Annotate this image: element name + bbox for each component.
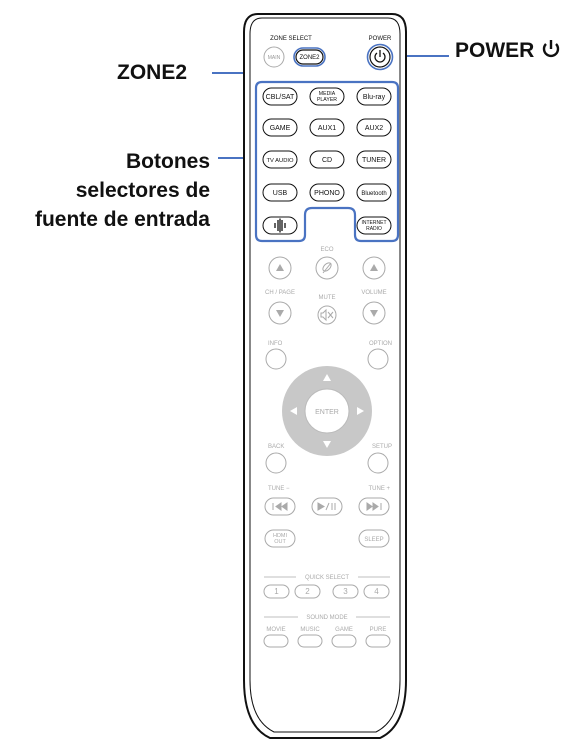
ch-up-arrow-icon — [276, 264, 284, 271]
quick-select-3-button[interactable] — [332, 584, 359, 599]
game-button[interactable] — [262, 118, 298, 137]
quick-select-label: QUICK SELECT — [305, 575, 349, 581]
quick-select-1-label: 1 — [274, 587, 279, 596]
aux2-button[interactable] — [356, 118, 392, 137]
sleep-label: SLEEP — [364, 537, 383, 543]
source-callout-line-1: Botones — [126, 150, 210, 173]
usb-label: USB — [273, 190, 288, 197]
zone2-callout: ZONE2 — [117, 61, 188, 84]
tv-audio-button[interactable] — [262, 150, 298, 169]
source-callout-line-3: fuente de entrada — [34, 208, 210, 231]
enter-button[interactable] — [304, 388, 350, 434]
blu-ray-label: Blu-ray — [363, 94, 386, 101]
power-icon — [543, 40, 560, 58]
bluetooth-label: Bluetooth — [361, 191, 386, 197]
ch-page-label: CH / PAGE — [265, 290, 295, 296]
quick-select-4-label: 4 — [374, 587, 379, 596]
music-label: MUSIC — [300, 627, 320, 633]
play-pause-icon — [317, 502, 336, 511]
phono-button[interactable] — [309, 183, 345, 202]
music-button[interactable] — [297, 634, 323, 648]
internet-radio-button[interactable] — [356, 216, 392, 235]
volume-down-arrow-icon — [370, 310, 378, 317]
source-buttons-callout: Botones selectores de fuente de entrada — [0, 147, 210, 234]
quick-select-1-button[interactable] — [263, 584, 290, 599]
volume-label: VOLUME — [361, 290, 386, 296]
source-callout-line-2: selectores de — [75, 179, 210, 202]
sound-mode-label: SOUND MODE — [306, 615, 347, 621]
game-mode-button[interactable] — [331, 634, 357, 648]
blu-ray-button[interactable] — [356, 87, 392, 106]
cd-button[interactable] — [309, 150, 345, 169]
back-label: BACK — [268, 444, 284, 450]
tuner-label: TUNER — [362, 157, 386, 164]
setup-button[interactable] — [367, 452, 389, 474]
hdmi-out-button[interactable] — [264, 529, 296, 548]
usb-button[interactable] — [262, 183, 298, 202]
quick-select-2-button[interactable] — [294, 584, 321, 599]
bluetooth-button[interactable] — [356, 183, 392, 202]
zone2-leader-line — [212, 72, 260, 74]
power-callout-label: POWER — [455, 39, 535, 62]
tv-audio-label: TV AUDIO — [266, 158, 294, 164]
cbl-sat-button[interactable] — [262, 87, 298, 106]
cbl-sat-label: CBL/SAT — [266, 94, 295, 101]
main-button[interactable] — [263, 46, 285, 68]
mute-button[interactable] — [317, 305, 337, 325]
enter-label: ENTER — [315, 409, 339, 416]
zone2-button-label: ZONE2 — [299, 55, 320, 61]
quick-select-3-label: 3 — [343, 587, 348, 596]
media-player-button[interactable] — [309, 87, 345, 106]
pure-button[interactable] — [365, 634, 391, 648]
power-leader-line — [395, 55, 449, 57]
ch-down-arrow-icon — [276, 310, 284, 317]
option-label: OPTION — [369, 341, 392, 347]
tuner-button[interactable] — [356, 150, 392, 169]
movie-button[interactable] — [263, 634, 289, 648]
down-arrow-icon[interactable] — [323, 441, 331, 448]
pure-label: PURE — [370, 627, 387, 633]
eco-leaf-icon — [322, 262, 332, 274]
info-button[interactable] — [265, 348, 287, 370]
game-mode-label: GAME — [335, 627, 353, 633]
skip-back-icon — [272, 502, 288, 511]
setup-label: SETUP — [372, 444, 392, 450]
tune-minus-label: TUNE − — [268, 486, 290, 492]
sleep-button[interactable] — [358, 529, 390, 548]
mute-label: MUTE — [319, 295, 336, 301]
up-arrow-icon[interactable] — [323, 374, 331, 381]
left-arrow-icon[interactable] — [290, 407, 297, 415]
tune-plus-label: TUNE + — [368, 486, 390, 492]
movie-label: MOVIE — [266, 627, 285, 633]
aux1-label: AUX1 — [318, 125, 336, 132]
source-leader-line — [218, 157, 258, 159]
option-button[interactable] — [367, 348, 389, 370]
game-label: GAME — [270, 125, 291, 132]
quick-select-4-button[interactable] — [363, 584, 390, 599]
main-button-label: MAIN — [268, 55, 281, 61]
power-label: POWER — [369, 36, 392, 42]
zone-select-label: ZONE SELECT — [270, 36, 312, 42]
back-button[interactable] — [265, 452, 287, 474]
skip-forward-icon — [366, 502, 382, 511]
info-label: INFO — [268, 341, 283, 347]
quick-select-2-label: 2 — [305, 587, 310, 596]
phono-label: PHONO — [314, 190, 340, 197]
power-callout: POWER — [455, 38, 562, 64]
heos-icon — [274, 218, 286, 233]
cd-label: CD — [322, 157, 332, 164]
eco-label: ECO — [320, 247, 333, 253]
aux1-button[interactable] — [309, 118, 345, 137]
volume-up-arrow-icon — [370, 264, 378, 271]
remote-body-inner — [249, 17, 401, 733]
mute-speaker-icon — [320, 308, 334, 322]
aux2-label: AUX2 — [365, 125, 383, 132]
source-buttons-highlight — [254, 80, 400, 243]
right-arrow-icon[interactable] — [357, 407, 364, 415]
